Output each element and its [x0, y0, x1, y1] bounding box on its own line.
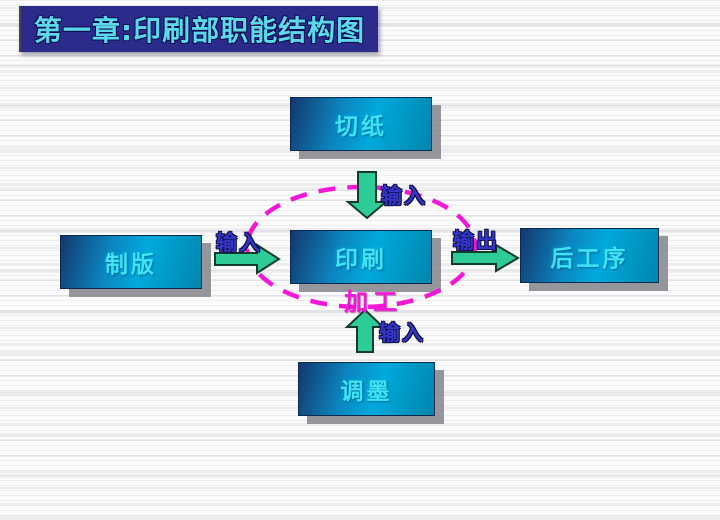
label-input-bottom: 输入	[379, 321, 425, 345]
label-processing: 加工	[344, 288, 402, 316]
label-output: 输出	[453, 229, 499, 253]
node-printing: 印刷	[290, 230, 432, 284]
node-cut-paper-label: 切纸	[335, 114, 387, 140]
label-input-left: 输入	[216, 231, 262, 255]
node-printing-label: 印刷	[335, 247, 387, 273]
slide-title: 第一章:印刷部职能结构图	[33, 14, 366, 47]
arrow-right-icon	[451, 243, 520, 273]
node-post-process-label: 后工序	[550, 245, 629, 272]
label-input-top: 输入	[381, 184, 427, 208]
node-ink-mixing: 调墨	[298, 362, 435, 416]
node-ink-mixing-label: 调墨	[340, 379, 393, 405]
node-plate-making: 制版	[60, 235, 202, 289]
arrow-up-icon	[344, 308, 386, 353]
title-bar: 第一章:印刷部职能结构图	[19, 6, 378, 52]
node-post-process: 后工序	[520, 228, 659, 283]
arrow-down-icon	[345, 171, 389, 220]
node-plate-making-label: 制版	[105, 252, 157, 278]
node-cut-paper: 切纸	[290, 97, 432, 151]
arrow-right-icon	[214, 243, 281, 275]
